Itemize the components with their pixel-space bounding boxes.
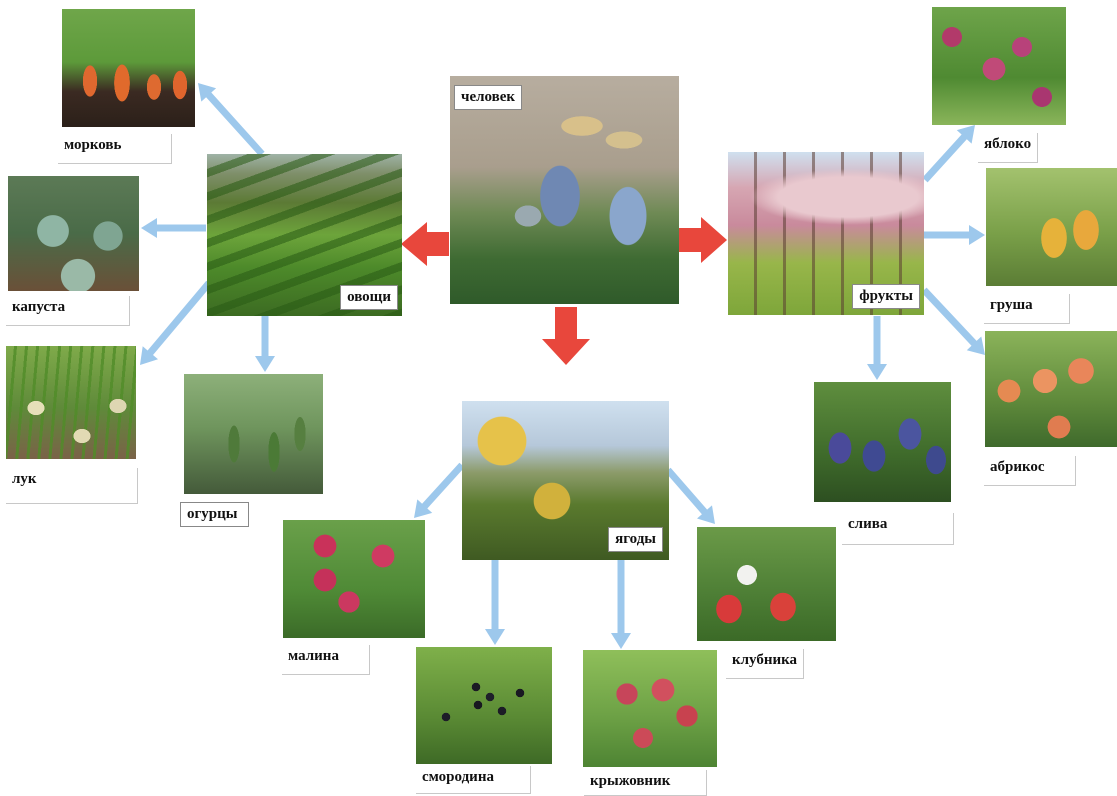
center-node-person: человек xyxy=(450,76,679,304)
arrow-to-gooseberry xyxy=(611,560,631,649)
item-currant xyxy=(416,647,552,764)
item-label-raspberry: малина xyxy=(282,645,370,675)
item-pear xyxy=(986,168,1117,286)
item-label-strawberry: клубника xyxy=(726,649,804,679)
carrot-photo xyxy=(62,9,195,127)
currant-photo xyxy=(416,647,552,764)
item-strawberry xyxy=(697,527,836,641)
arrow-to-pear xyxy=(924,225,985,245)
gooseberry-photo xyxy=(583,650,717,767)
pear-photo xyxy=(986,168,1117,286)
arrow-to-berries xyxy=(542,307,590,365)
item-label-cabbage: капуста xyxy=(6,296,130,326)
item-cabbage xyxy=(8,176,139,291)
category-berries: ягоды xyxy=(462,401,669,560)
onion-photo xyxy=(6,346,136,459)
item-label-onion: лук xyxy=(6,468,138,504)
item-apple xyxy=(932,7,1066,125)
item-label-gooseberry: крыжовник xyxy=(584,770,707,796)
item-carrot xyxy=(62,9,195,127)
arrow-to-apple xyxy=(922,125,975,182)
arrow-to-cabbage xyxy=(141,218,206,238)
arrow-to-vegetables xyxy=(401,222,449,266)
strawberry-photo xyxy=(697,527,836,641)
item-apricot xyxy=(985,331,1117,447)
category-label-fruits: фрукты xyxy=(852,284,920,309)
item-label-apricot: абрикос xyxy=(984,456,1076,486)
item-raspberry xyxy=(283,520,425,638)
item-gooseberry xyxy=(583,650,717,767)
category-fruits: фрукты xyxy=(728,152,924,315)
raspberry-photo xyxy=(283,520,425,638)
category-label-berries: ягоды xyxy=(608,527,663,552)
arrow-to-carrot xyxy=(198,83,265,156)
cabbage-photo xyxy=(8,176,139,291)
center-label: человек xyxy=(454,85,522,110)
item-onion xyxy=(6,346,136,459)
arrow-to-plum xyxy=(867,316,887,380)
item-label-cucumber: огурцы xyxy=(180,502,249,527)
arrow-to-raspberry xyxy=(414,463,465,518)
item-label-currant: смородина xyxy=(416,766,531,794)
gardeners-photo xyxy=(450,76,679,304)
category-vegetables: овощи xyxy=(207,154,402,316)
plum-photo xyxy=(814,382,951,502)
arrow-to-fruits xyxy=(679,217,727,263)
item-label-apple: яблоко xyxy=(978,133,1038,163)
item-cucumber xyxy=(184,374,323,494)
cucumber-photo xyxy=(184,374,323,494)
arrow-to-strawberry xyxy=(665,468,715,524)
apple-photo xyxy=(932,7,1066,125)
arrow-to-apricot xyxy=(921,288,985,355)
item-plum xyxy=(814,382,951,502)
arrow-to-cucumber xyxy=(255,316,275,372)
arrow-to-onion xyxy=(140,281,212,365)
apricot-photo xyxy=(985,331,1117,447)
item-label-plum: слива xyxy=(842,513,954,545)
category-label-vegetables: овощи xyxy=(340,285,398,310)
arrow-to-currant xyxy=(485,560,505,645)
item-label-pear: груша xyxy=(984,294,1070,324)
item-label-carrot: морковь xyxy=(58,134,172,164)
